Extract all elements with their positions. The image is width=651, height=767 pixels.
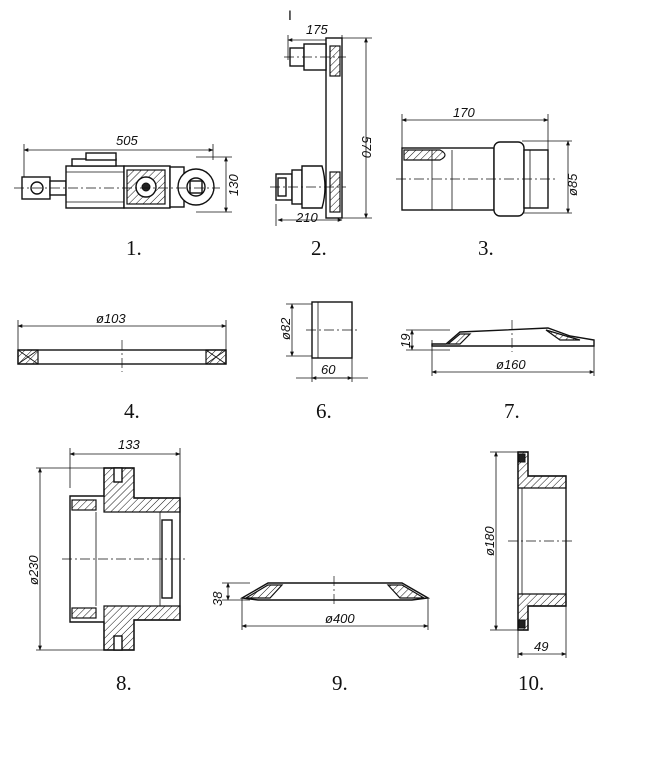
part-9-dim-height: 38 bbox=[210, 591, 225, 606]
part-2-drawing: 175 570 210 2. bbox=[270, 22, 374, 260]
part-10-drawing: ø180 49 10. bbox=[482, 451, 574, 695]
part-4-dim-diameter: ø103 bbox=[96, 311, 126, 326]
part-1-number: 1. bbox=[126, 236, 142, 260]
part-6-number: 6. bbox=[316, 399, 332, 423]
part-10-number: 10. bbox=[518, 671, 544, 695]
part-1-dim-height: 130 bbox=[226, 174, 241, 196]
part-9-drawing: 38 ø400 9. bbox=[210, 576, 431, 695]
part-7-dim-height: 19 bbox=[398, 334, 413, 348]
part-9-number: 9. bbox=[332, 671, 348, 695]
part-7-drawing: 19 ø160 7. bbox=[398, 320, 595, 423]
part-2-number: 2. bbox=[311, 236, 327, 260]
part-8-drawing: 133 ø230 8. bbox=[26, 437, 188, 695]
part-8-number: 8. bbox=[116, 671, 132, 695]
part-8-dim-length: 133 bbox=[118, 437, 140, 452]
part-10-dim-length: 49 bbox=[534, 639, 548, 654]
part-1-drawing: 505 130 1. bbox=[14, 133, 241, 260]
part-3-number: 3. bbox=[478, 236, 494, 260]
part-8-dim-diameter: ø230 bbox=[26, 555, 41, 585]
part-2-dim-bottom: 210 bbox=[295, 210, 318, 225]
part-6-drawing: ø82 60 6. bbox=[278, 301, 368, 423]
part-3-dim-diameter: ø85 bbox=[565, 173, 580, 196]
part-10-dim-diameter: ø180 bbox=[482, 526, 497, 556]
part-2-dim-height: 570 bbox=[359, 136, 374, 158]
part-3-dim-length: 170 bbox=[453, 105, 475, 120]
part-6-dim-diameter: ø82 bbox=[278, 317, 293, 340]
part-2-dim-top: 175 bbox=[306, 22, 328, 37]
part-7-dim-diameter: ø160 bbox=[496, 357, 526, 372]
part-4-number: 4. bbox=[124, 399, 140, 423]
part-7-number: 7. bbox=[504, 399, 520, 423]
part-3-drawing: 170 ø85 3. bbox=[396, 105, 580, 260]
top-marker: I bbox=[288, 7, 292, 23]
part-9-dim-diameter: ø400 bbox=[325, 611, 355, 626]
part-1-dim-length: 505 bbox=[116, 133, 138, 148]
part-4-drawing: ø103 4. bbox=[17, 311, 227, 423]
part-6-dim-length: 60 bbox=[321, 362, 336, 377]
